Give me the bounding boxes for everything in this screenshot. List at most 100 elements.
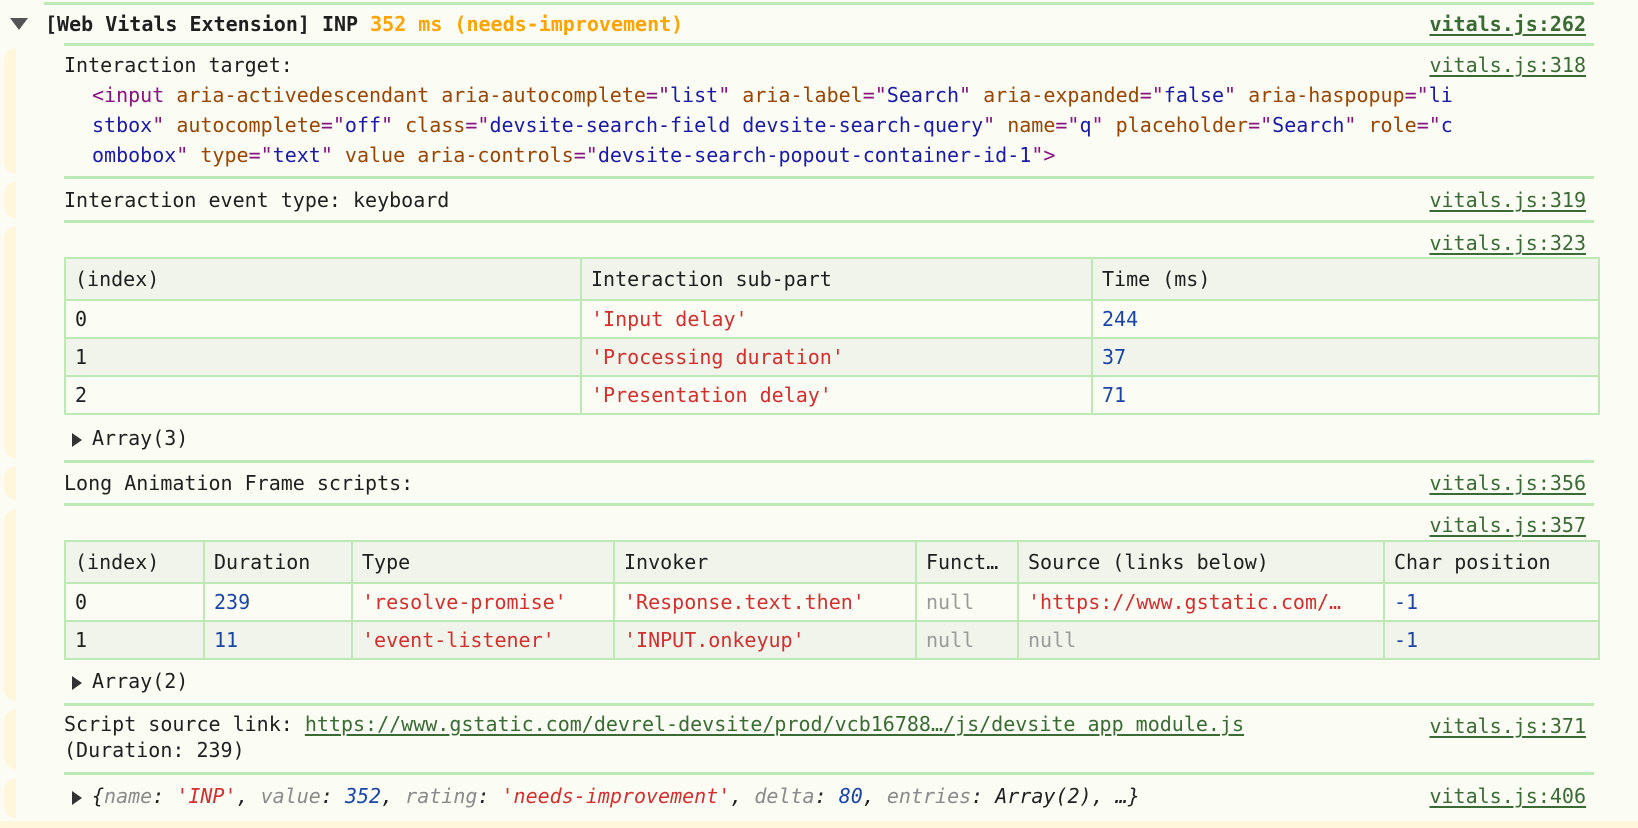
group-header-prefix: [Web Vitals Extension] INP (45, 12, 359, 36)
column-header[interactable]: Source (links below) (1017, 540, 1385, 584)
source-link-323[interactable]: vitals.js:323 (1429, 231, 1586, 255)
inp-value: 352 ms (needs-improvement) (370, 12, 684, 36)
column-header[interactable]: Char position (1383, 540, 1600, 584)
html-token-val: li (1428, 83, 1453, 107)
array-expander[interactable]: Array(3) (72, 423, 188, 453)
html-token-tag: <input (92, 83, 165, 107)
object-preview: {name: 'INP', value: 352, rating: 'needs… (92, 784, 1140, 808)
html-token-txt (429, 83, 441, 107)
object-token-num: 80 (838, 784, 863, 808)
column-header[interactable]: Interaction sub-part (580, 257, 1093, 301)
array-label: Array(3) (92, 426, 189, 450)
column-header[interactable]: Duration (203, 540, 353, 584)
separator (64, 703, 1594, 706)
table-cell: 'Input delay' (580, 299, 1093, 339)
html-token-txt (333, 143, 345, 167)
script-source-label: Script source link: (64, 712, 305, 736)
html-token-val: q (1079, 113, 1092, 137)
html-token-val: off (344, 113, 382, 137)
object-token-punc: : (971, 784, 996, 808)
html-token-attr: placeholder (1115, 113, 1249, 137)
html-token-val: devsite-search-popout-container-id-1 (597, 143, 1032, 167)
separator (64, 460, 1594, 463)
html-token-tag: =" (645, 83, 671, 107)
source-link-319[interactable]: vitals.js:319 (1429, 188, 1586, 212)
object-token-key: name (104, 784, 153, 808)
group-header[interactable]: [Web Vitals Extension] INP 352 ms (needs… (45, 10, 683, 38)
object-token-key: value (260, 784, 321, 808)
array-expander[interactable]: Array(2) (72, 666, 188, 696)
html-token-tag: =" (573, 143, 598, 167)
html-token-val: list (670, 83, 719, 107)
column-header[interactable]: Invoker (613, 540, 917, 584)
html-token-attr: value (344, 143, 406, 167)
source-link-406[interactable]: vitals.js:406 (1429, 784, 1586, 808)
html-token-tag: " (320, 143, 333, 167)
table-cell: 'https://www.gstatic.com/… (1017, 582, 1385, 622)
table-cell: 0 (64, 299, 582, 339)
html-token-txt (164, 113, 176, 137)
table-cell: 1 (64, 337, 582, 377)
object-token-punc: , (381, 784, 406, 808)
column-header[interactable]: Type (351, 540, 615, 584)
html-token-attr: class (405, 113, 466, 137)
table-cell: null (915, 582, 1019, 622)
top-separator (44, 2, 1594, 5)
expand-triangle-icon (72, 432, 82, 447)
html-token-attr: role (1368, 113, 1417, 137)
html-token-tag: " (176, 143, 189, 167)
html-token-val: ombobox (92, 143, 177, 167)
collapse-triangle-icon[interactable] (10, 18, 28, 30)
group-gutter (4, 778, 16, 818)
table-cell: 244 (1091, 299, 1600, 339)
table-row: 2'Presentation delay'71 (64, 375, 1600, 415)
object-summary[interactable]: {name: 'INP', value: 352, rating: 'needs… (72, 781, 1140, 811)
loaf-label: Long Animation Frame scripts: (64, 471, 414, 495)
group-gutter (4, 709, 16, 769)
console-bottom-bar (0, 821, 1638, 828)
object-token-str: 'INP' (176, 784, 237, 808)
column-header[interactable]: Time (ms) (1091, 257, 1600, 301)
table-row: 0'Input delay'244 (64, 299, 1600, 339)
html-token-txt (405, 143, 417, 167)
source-link-262[interactable]: vitals.js:262 (1429, 12, 1586, 36)
html-token-val: false (1163, 83, 1224, 107)
html-token-tag: =" (862, 83, 887, 107)
separator (64, 772, 1594, 775)
object-token-punc: { (92, 784, 105, 808)
object-token-punc: : (477, 784, 502, 808)
source-link-318[interactable]: vitals.js:318 (1429, 53, 1586, 77)
html-element-preview[interactable]: <input aria-activedescendant aria-autoco… (92, 80, 1592, 170)
column-header[interactable]: (index) (64, 540, 205, 584)
object-token-key: entries (886, 784, 972, 808)
source-link-356[interactable]: vitals.js:356 (1429, 471, 1586, 495)
html-token-tag: " (983, 113, 996, 137)
group-gutter (4, 48, 16, 174)
html-token-tag: " (152, 113, 165, 137)
html-element-line: ombobox" type="text" value aria-controls… (92, 140, 1592, 170)
script-source-url[interactable]: https://www.gstatic.com/devrel-devsite/p… (304, 712, 1245, 736)
column-header[interactable]: (index) (64, 257, 582, 301)
html-element-line: <input aria-activedescendant aria-autoco… (92, 80, 1592, 110)
html-token-txt (730, 83, 742, 107)
html-token-val: devsite-search-field devsite-search-quer… (489, 113, 984, 137)
expand-triangle-icon (72, 675, 82, 690)
html-token-txt (393, 113, 405, 137)
separator (64, 43, 1594, 46)
separator (64, 220, 1594, 223)
html-token-txt (188, 143, 200, 167)
source-link-357[interactable]: vitals.js:357 (1429, 513, 1586, 537)
html-token-tag: " (959, 83, 972, 107)
table-cell: 239 (203, 582, 353, 622)
group-gutter (4, 226, 16, 458)
html-token-tag: =" (248, 143, 273, 167)
object-token-punc: , (730, 784, 755, 808)
html-token-txt (1356, 113, 1368, 137)
source-link-371[interactable]: vitals.js:371 (1429, 714, 1586, 738)
html-token-tag: =" (1139, 83, 1164, 107)
table-cell: 11 (203, 620, 353, 660)
table-cell: 'Presentation delay' (580, 375, 1093, 415)
column-header[interactable]: Funct… (915, 540, 1019, 584)
